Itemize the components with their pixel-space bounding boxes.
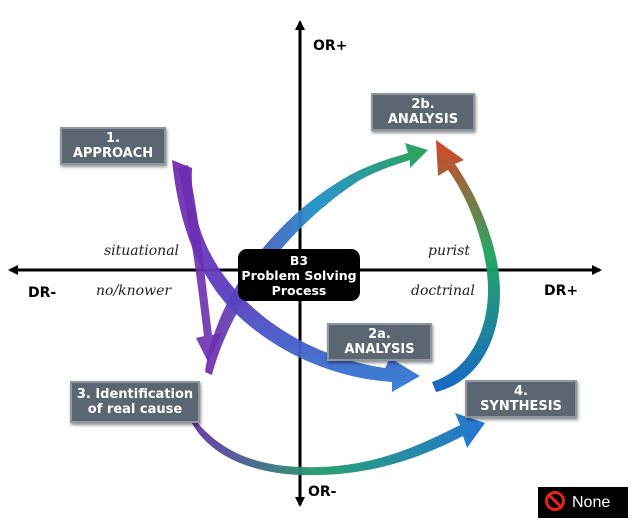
step-synthesis-number: 4. <box>514 384 528 399</box>
center-process-box: B3 Problem Solving Process <box>238 249 360 301</box>
step-identification-line-1: 3. Identification <box>76 387 194 402</box>
none-badge[interactable]: None <box>538 487 628 518</box>
arrow-identification-to-synthesis <box>185 405 485 476</box>
step-approach-box: 1. APPROACH <box>60 127 166 165</box>
center-line-3: Process <box>271 282 327 298</box>
prohibited-icon <box>544 490 566 516</box>
axis-label-or-plus: OR+ <box>313 38 348 54</box>
step-synthesis-box: 4. SYNTHESIS <box>465 380 577 418</box>
axis-label-or-minus: OR- <box>308 484 337 500</box>
quadrant-label-situational: situational <box>104 243 180 259</box>
step-approach-number: 1. <box>106 131 120 146</box>
none-label: None <box>572 493 611 511</box>
arrow-analysis-2a-to-2b <box>432 140 500 392</box>
step-analysis-2a-number: 2a. <box>368 327 391 342</box>
quadrant-label-doctrinal: doctrinal <box>411 283 475 299</box>
step-analysis-2b-title: ANALYSIS <box>387 112 459 127</box>
quadrant-label-no-knower: no/knower <box>96 283 172 299</box>
step-analysis-2a-title: ANALYSIS <box>344 342 415 357</box>
center-line-2: Problem Solving <box>241 267 357 283</box>
step-analysis-2b-box: 2b. ANALYSIS <box>371 93 475 131</box>
quadrant-label-purist: purist <box>428 243 470 259</box>
step-identification-line-2: of real cause <box>87 402 183 417</box>
step-synthesis-title: SYNTHESIS <box>480 399 562 414</box>
step-approach-title: APPROACH <box>72 146 154 161</box>
step-analysis-2b-number: 2b. <box>411 97 435 112</box>
arrow-approach-to-analysis-2a <box>172 160 420 392</box>
step-identification-box: 3. Identification of real cause <box>70 381 200 423</box>
axis-label-dr-plus: DR+ <box>544 283 579 299</box>
axis-label-dr-minus: DR- <box>28 285 57 301</box>
arrow-approach-to-identification <box>178 165 222 362</box>
step-analysis-2a-box: 2a. ANALYSIS <box>327 323 432 361</box>
center-line-1: B3 <box>289 252 309 268</box>
